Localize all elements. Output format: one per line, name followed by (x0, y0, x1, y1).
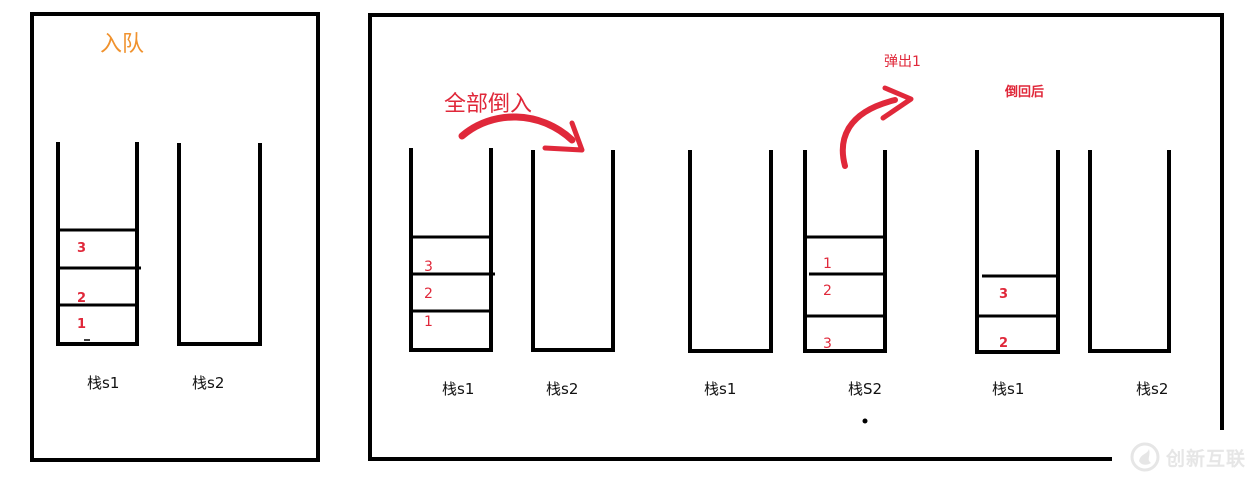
pour-back-s1-item: 2 (999, 336, 1008, 351)
pour-s1-label: 栈s1 (442, 380, 474, 398)
pour-back-stack-s2 (1088, 150, 1171, 353)
pour-s1-item: 1 (424, 314, 433, 330)
pop-s2-item: 2 (823, 283, 832, 299)
stray-dot (862, 418, 868, 424)
pour-caption: 全部倒入 (444, 92, 532, 117)
pour-arrow (458, 113, 576, 144)
enqueue-stack-s1 (56, 142, 139, 346)
enqueue-panel-frame (30, 12, 320, 462)
pour-stack-s1 (409, 148, 493, 352)
pop-stack-s1 (688, 150, 773, 353)
pop-stack-s2 (803, 150, 887, 353)
enqueue-s2-label: 栈s2 (192, 374, 224, 392)
pop-s2-item: 3 (823, 336, 832, 352)
enqueue-title: 入队 (100, 32, 144, 57)
watermark: 创新互联 (1130, 442, 1246, 472)
pop-s2-label: 栈S2 (848, 380, 882, 398)
enqueue-stack-s2 (177, 143, 262, 346)
pour-back-s1-label: 栈s1 (992, 380, 1024, 398)
pop-arrowhead (880, 85, 914, 121)
pour-s1-item: 3 (424, 259, 433, 275)
flame-logo-icon (1130, 442, 1160, 472)
pour-stack-s2 (531, 150, 615, 352)
pour-s2-label: 栈s2 (546, 380, 578, 398)
pour-back-caption: 倒回后 (1004, 84, 1044, 100)
pour-back-stack-s1 (975, 150, 1060, 354)
enqueue-s1-item: 3 (77, 241, 86, 256)
pour-back-s1-item: 3 (999, 287, 1008, 302)
watermark-text: 创新互联 (1165, 447, 1246, 470)
dequeue-panel-frame (368, 13, 1224, 461)
enqueue-s1-item: 1 (77, 317, 86, 332)
enqueue-s1-label: 栈s1 (87, 374, 119, 392)
pop-caption: 弹出1 (884, 54, 921, 70)
pop-arrow (839, 97, 898, 169)
enqueue-s1-item: 2 (77, 291, 86, 306)
pop-s2-item: 1 (823, 256, 832, 272)
pour-s1-item: 2 (424, 286, 433, 302)
pop-s1-label: 栈s1 (704, 380, 736, 398)
pour-back-s2-label: 栈s2 (1136, 380, 1168, 398)
pour-arrowhead (542, 120, 585, 153)
